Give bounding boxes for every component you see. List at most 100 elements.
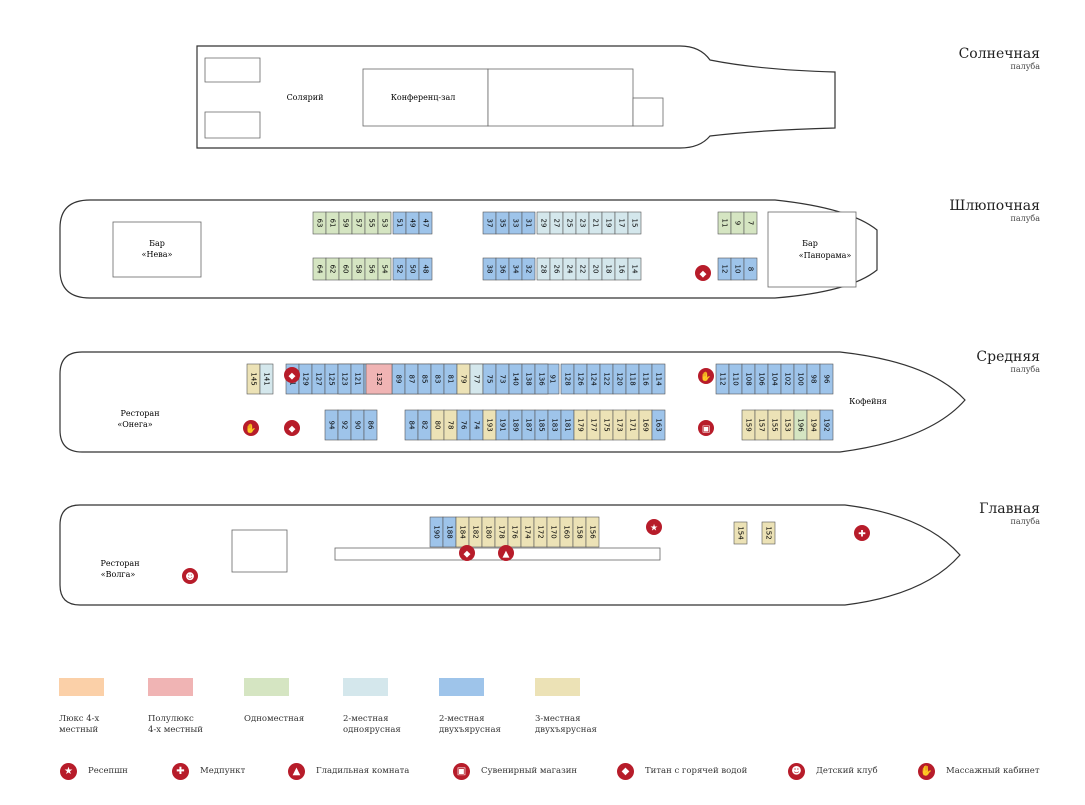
legend-label-2: двухъярусная — [535, 725, 597, 735]
legend-label-2: 4-х местный — [148, 725, 203, 735]
cabin-number: 110 — [732, 372, 740, 385]
key-label: Массажный кабинет — [946, 766, 1040, 776]
cabin-number: 158 — [576, 525, 584, 538]
cabin-163[interactable] — [651, 409, 666, 441]
cabin-number: 34 — [512, 265, 520, 274]
medical-icon-glyph: ✚ — [858, 530, 866, 540]
bar-panorama-label-2: «Панорама» — [799, 251, 852, 260]
cabin-number: 122 — [603, 372, 611, 385]
deck-name: Главная — [979, 501, 1040, 517]
cabin-number: 116 — [642, 372, 650, 386]
legend-label-1: 2-местная — [343, 714, 389, 724]
cabin-number: 16 — [618, 265, 626, 274]
cabin-number: 126 — [577, 372, 585, 386]
cabin-number: 28 — [540, 265, 548, 274]
cabin-number: 141 — [263, 372, 271, 385]
gift-icon: ▣ — [453, 763, 470, 780]
cabin-number: 124 — [590, 372, 598, 386]
cabin-number: 61 — [329, 219, 337, 228]
iron-icon-glyph: ▲ — [503, 550, 510, 560]
cabin-132[interactable] — [365, 363, 393, 395]
cabin-number: 177 — [590, 418, 598, 431]
cabin-number: 163 — [655, 418, 663, 431]
cabin-14[interactable] — [627, 257, 642, 281]
cabin-number: 192 — [823, 418, 831, 431]
cabin-number: 128 — [564, 372, 572, 385]
cabin-number: 52 — [396, 265, 404, 274]
cabin-number: 85 — [421, 375, 429, 384]
cabin-number: 29 — [540, 219, 548, 228]
reception-icon: ★ — [60, 763, 77, 780]
cabin-8[interactable] — [743, 257, 758, 281]
key-gift: ▣ Сувенирный магазин — [453, 763, 583, 781]
cabin-number: 104 — [771, 372, 779, 386]
kettle-icon — [284, 367, 300, 383]
key-label: Детский клуб — [816, 766, 878, 776]
cabin-number: 156 — [589, 525, 597, 539]
cabin-192[interactable] — [819, 409, 834, 441]
boat-deck: Бар «Нева» Бар «Панорама» — [59, 199, 878, 299]
key-label: Гладильная комната — [316, 766, 410, 776]
cabin-number: 21 — [592, 219, 600, 228]
cabin-136[interactable] — [534, 363, 549, 395]
cabin-number: 11 — [721, 219, 729, 228]
cabin-152[interactable] — [761, 521, 776, 545]
massage-icon — [698, 368, 714, 384]
iron-icon — [498, 545, 514, 561]
cabin-number: 118 — [629, 372, 637, 385]
cabin-number: 136 — [538, 372, 546, 386]
cabin-number: 155 — [771, 418, 779, 431]
cabin-53[interactable] — [377, 211, 392, 235]
kids-club-icon-glyph: ☻ — [185, 572, 194, 583]
cabin-number: 159 — [745, 418, 753, 431]
cabin-number: 25 — [566, 219, 574, 228]
cabin-number: 185 — [538, 418, 546, 431]
cabin-number: 27 — [553, 219, 561, 228]
cabin-number: 38 — [486, 265, 494, 274]
cabin-31[interactable] — [521, 211, 536, 235]
cabin-number: 172 — [537, 525, 545, 538]
bar-neva-label-1: Бар — [149, 239, 165, 248]
deck-plan: Солярий Конференц-зал Бар «Нева» Бар «Па… — [59, 45, 966, 606]
cabin-number: 123 — [341, 372, 349, 385]
cabin-number: 51 — [396, 219, 404, 228]
cabin-number: 83 — [434, 375, 442, 384]
cabin-32[interactable] — [521, 257, 536, 281]
cabin-number: 48 — [422, 265, 430, 274]
cabin-number: 9 — [734, 221, 742, 225]
cabin-47[interactable] — [418, 211, 433, 235]
cabin-86[interactable] — [363, 409, 378, 441]
cabin-number: 7 — [747, 221, 755, 225]
cabin-number: 80 — [434, 421, 442, 430]
deck-title-sun: Солнечная палуба — [940, 46, 1040, 71]
key-label: Титан с горячей водой — [645, 766, 748, 776]
cabin-number: 17 — [618, 219, 626, 228]
cabin-number: 63 — [316, 219, 324, 228]
cabin-154[interactable] — [733, 521, 748, 545]
cabin-number: 18 — [605, 265, 613, 274]
cabin-15[interactable] — [627, 211, 642, 235]
cabin-number: 183 — [551, 418, 559, 431]
kettle-icon-glyph: ◆ — [464, 550, 471, 560]
cabin-number: 187 — [525, 418, 533, 431]
cabin-54[interactable] — [377, 257, 392, 281]
rest-onega-label-2: «Онега» — [117, 420, 152, 429]
cabin-141[interactable] — [259, 363, 274, 395]
cabin-96[interactable] — [819, 363, 834, 395]
cabin-number: 79 — [460, 375, 468, 384]
kettle-icon — [695, 265, 711, 281]
cabin-number: 106 — [758, 372, 766, 386]
cabin-114[interactable] — [651, 363, 666, 395]
cabin-number: 86 — [367, 421, 375, 430]
deck-name: Шлюпочная — [949, 198, 1040, 214]
cabin-7[interactable] — [743, 211, 758, 235]
deck-name: Солнечная — [958, 46, 1040, 62]
cabin-number: 138 — [525, 372, 533, 385]
cabin-number: 100 — [797, 372, 805, 385]
cabin-number: 140 — [512, 372, 520, 385]
cabin-48[interactable] — [418, 257, 433, 281]
cabin-number: 154 — [737, 526, 745, 540]
cabin-156[interactable] — [585, 516, 600, 548]
